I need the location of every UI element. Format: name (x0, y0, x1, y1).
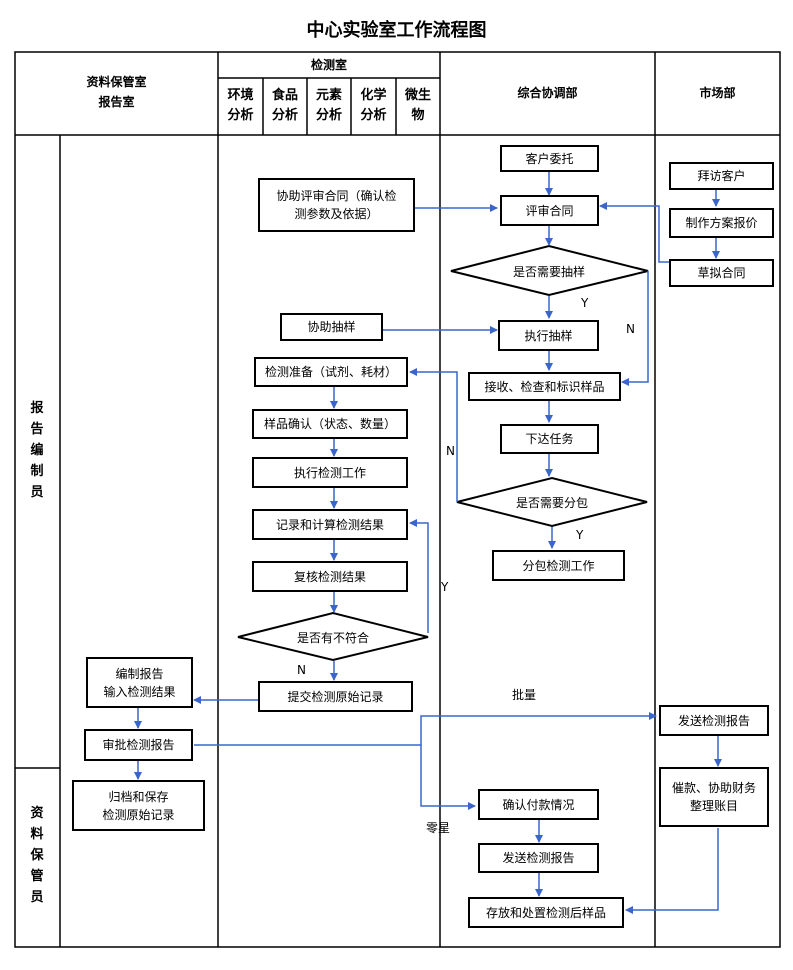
node-approve-report: 审批检测报告 (84, 729, 193, 761)
lab-sub-environment: 环境 分析 (227, 88, 254, 123)
node-assist-sampling: 协助抽样 (280, 313, 383, 341)
node-client-commission: 客户委托 (500, 145, 599, 172)
node-draft-contract: 草拟合同 (669, 259, 774, 287)
node-receive-samples: 接收、检查和标识样品 (468, 372, 621, 401)
lab-sub-element: 元素 分析 (315, 88, 342, 123)
decision-need-subcontract-label: 是否需要分包 (515, 495, 588, 510)
edge-label-y-nonconform: Y (441, 580, 449, 594)
lane-header-archive: 资料保管室 报告室 (86, 75, 147, 109)
node-subcontract-work: 分包检测工作 (492, 550, 625, 581)
node-recheck: 复核检测结果 (252, 561, 408, 592)
node-issue-task: 下达任务 (500, 424, 599, 454)
node-send-report-coord: 发送检测报告 (478, 843, 599, 873)
decision-need-sampling-label: 是否需要抽样 (512, 264, 585, 279)
decision-any-nonconform-label: 是否有不符合 (296, 630, 369, 645)
page-title: 中心实验室工作流程图 (306, 20, 487, 41)
edge-label-batch: 批量 (512, 688, 537, 702)
decision-any-nonconform (237, 611, 429, 662)
node-review-contract: 评审合同 (500, 195, 599, 226)
decision-need-subcontract (456, 476, 648, 528)
edge-label-retail: 零星 (426, 821, 451, 835)
node-make-quote: 制作方案报价 (669, 208, 774, 238)
edge-label-n-subcontract: N (446, 444, 455, 458)
role-report-editor: 报 告 编 制 员 (30, 401, 44, 500)
node-submit-records: 提交检测原始记录 (258, 681, 413, 712)
edge-label-n-nonconform: N (297, 663, 306, 677)
node-test-prep: 检测准备（试剂、耗材） (254, 357, 408, 387)
node-assist-review: 协助评审合同（确认检 测参数及依据） (258, 178, 415, 232)
lane-header-coordination: 综合协调部 (517, 86, 578, 100)
lane-header-lab: 检测室 (310, 58, 347, 72)
node-send-report-market: 发送检测报告 (659, 705, 769, 736)
node-collect-payment: 催款、协助财务 整理账目 (659, 767, 769, 827)
connectors (134, 172, 722, 914)
edge-label-y-subcontract: Y (576, 528, 584, 542)
node-visit-client: 拜访客户 (669, 162, 774, 190)
lab-sub-food: 食品 分析 (271, 88, 298, 123)
lab-sub-chemical: 化学 分析 (360, 88, 387, 123)
node-sample-confirm: 样品确认（状态、数量） (252, 409, 408, 439)
node-exec-sampling: 执行抽样 (498, 320, 599, 351)
lab-sub-microbe: 微生 物 (404, 88, 431, 123)
edge-label-n-sampling: N (626, 322, 635, 336)
node-archive-records: 归档和保存 检测原始记录 (72, 780, 205, 831)
lane-header-market: 市场部 (699, 86, 736, 100)
edge-label-y-sampling: Y (581, 296, 589, 310)
node-exec-test: 执行检测工作 (252, 457, 408, 488)
role-records-keeper: 资 料 保 管 员 (30, 806, 44, 905)
node-confirm-payment: 确认付款情况 (478, 789, 599, 820)
swimlane-grid (14, 51, 781, 948)
node-compile-report: 编制报告 输入检测结果 (86, 657, 193, 708)
node-store-samples: 存放和处置检测后样品 (468, 897, 624, 928)
node-record-calc: 记录和计算检测结果 (252, 509, 408, 540)
